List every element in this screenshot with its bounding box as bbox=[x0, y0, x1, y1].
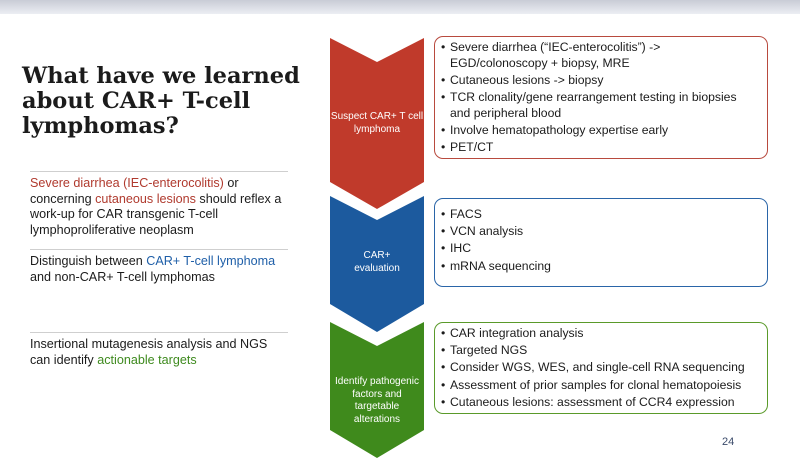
chevron-arrow-evaluation bbox=[330, 196, 424, 332]
summary-block-2: Distinguish between CAR+ T-cell lymphoma… bbox=[30, 254, 288, 285]
text-segment: should reflex a work-up for CAR transgen… bbox=[30, 191, 282, 237]
page-number: 24 bbox=[722, 436, 735, 448]
list-item: FACS bbox=[441, 207, 759, 223]
divider bbox=[30, 171, 288, 172]
chevron-label-identify: Identify pathogenic factors and targetab… bbox=[335, 376, 419, 425]
summary-block-1: Severe diarrhea (IEC-enterocolitis) or c… bbox=[30, 176, 288, 238]
list-item: Cutaneous lesions -> biopsy bbox=[441, 73, 759, 89]
panel-suspect: Severe diarrhea (“IEC-enterocolitis”) ->… bbox=[434, 36, 768, 159]
summary-block-3: Insertional mutagenesis analysis and NGS… bbox=[30, 337, 288, 368]
chevron-label-evaluation: CAR+ evaluation bbox=[354, 250, 400, 274]
top-banner bbox=[0, 0, 800, 14]
panel-evaluation: FACS VCN analysis IHC mRNA sequencing bbox=[434, 198, 768, 287]
list-item: Targeted NGS bbox=[441, 343, 759, 359]
list-item: Involve hematopathology expertise early bbox=[441, 123, 759, 139]
panel-identify: CAR integration analysis Targeted NGS Co… bbox=[434, 322, 768, 414]
list-item: mRNA sequencing bbox=[441, 259, 759, 275]
chevron-arrow-suspect bbox=[330, 38, 424, 209]
divider bbox=[30, 332, 288, 333]
text-segment: Distinguish between bbox=[30, 254, 147, 268]
highlight-severe-diarrhea: Severe diarrhea (IEC-enterocolitis) bbox=[30, 176, 224, 190]
text-segment: or concerning bbox=[30, 176, 239, 206]
text-segment: Insertional mutagenesis analysis and NGS… bbox=[30, 337, 268, 367]
highlight-car-t-cell-lymphoma: CAR+ T-cell lymphoma bbox=[146, 254, 276, 268]
slide-title: What have we learned about CAR+ T-cell l… bbox=[22, 63, 300, 139]
divider bbox=[30, 249, 288, 250]
list-item: Assessment of prior samples for clonal h… bbox=[441, 378, 759, 394]
list-item: PET/CT bbox=[441, 140, 759, 156]
list-item: TCR clonality/gene rearrangement testing… bbox=[441, 90, 759, 121]
list-item: Consider WGS, WES, and single-cell RNA s… bbox=[441, 360, 759, 376]
text-segment: and non-CAR+ T-cell lymphomas bbox=[30, 269, 215, 284]
list-item: IHC bbox=[441, 241, 759, 257]
list-item: VCN analysis bbox=[441, 224, 759, 240]
chevron-arrow-identify bbox=[330, 322, 424, 458]
chevron-label-suspect: Suspect CAR+ T cell lymphoma bbox=[330, 111, 424, 135]
list-item: Cutaneous lesions: assessment of CCR4 ex… bbox=[441, 395, 759, 411]
list-item: CAR integration analysis bbox=[441, 326, 759, 342]
list-item: Severe diarrhea (“IEC-enterocolitis”) ->… bbox=[441, 40, 759, 71]
highlight-actionable-targets: actionable targets bbox=[97, 352, 197, 367]
highlight-cutaneous-lesions: cutaneous lesions bbox=[95, 191, 196, 206]
